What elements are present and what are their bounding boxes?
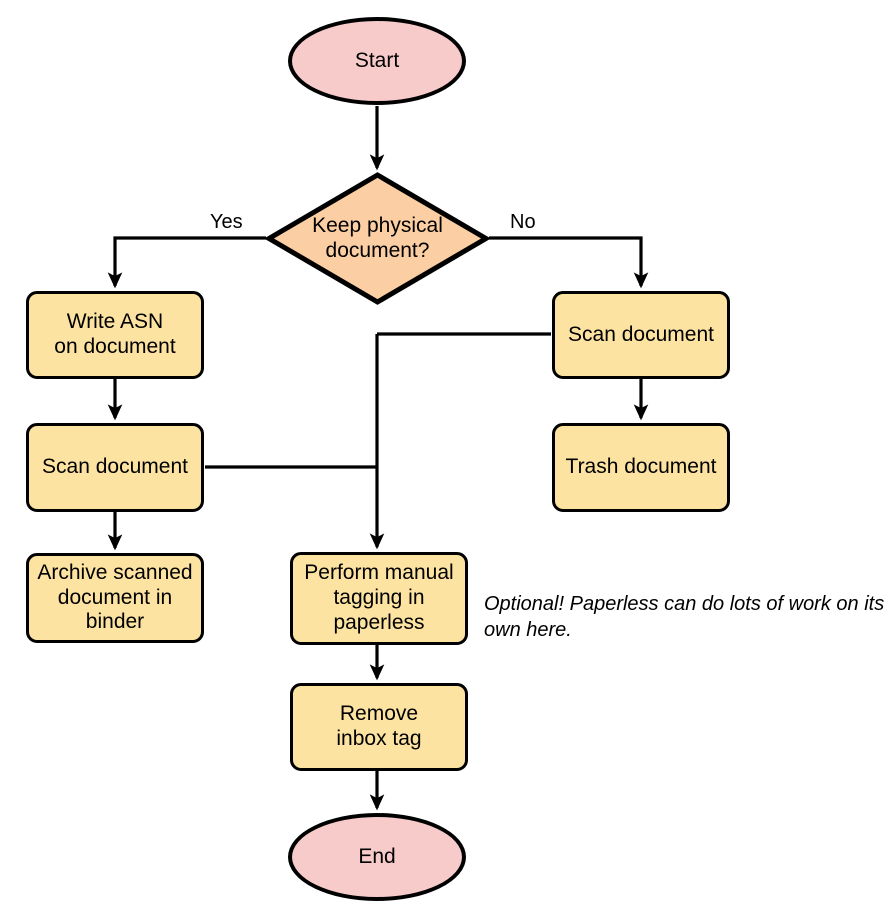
edge-decision-no-to-scan-right (489, 236, 649, 289)
node-end[interactable]: End (288, 813, 466, 901)
node-archive-label: Archive scanned document in binder (37, 560, 193, 634)
diamond-shape (266, 172, 489, 305)
edge-decision-yes-to-write-asn (107, 236, 266, 289)
node-remove-inbox-tag[interactable]: Remove inbox tag (290, 683, 468, 771)
node-decision-label: Keep physical document? (312, 213, 443, 262)
node-scan-document-right-label: Scan document (568, 322, 714, 346)
node-start-label: Start (354, 48, 400, 72)
node-scan-document-left-label: Scan document (42, 455, 188, 479)
node-write-asn-label: Write ASN on document (54, 310, 176, 358)
node-perform-manual-tagging-label: Perform manual tagging in paperless (304, 561, 454, 634)
node-start[interactable]: Start (288, 17, 466, 105)
node-trash-document[interactable]: Trash document (552, 423, 730, 512)
node-scan-document-right[interactable]: Scan document (552, 291, 730, 379)
node-remove-inbox-tag-label: Remove inbox tag (336, 702, 422, 750)
node-perform-manual-tagging[interactable]: Perform manual tagging in paperless (290, 552, 468, 645)
node-archive-scanned-document[interactable]: Archive scanned document in binder (26, 553, 204, 643)
node-end-label: End (358, 844, 396, 868)
edge-label-yes: Yes (210, 211, 243, 233)
node-trash-document-label: Trash document (565, 455, 717, 479)
node-decision-keep-physical-document[interactable]: Keep physical document? (266, 172, 489, 305)
annotation-optional-paperless: Optional! Paperless can do lots of work … (484, 593, 885, 642)
edge-label-no: No (510, 211, 536, 233)
node-scan-document-left[interactable]: Scan document (26, 423, 204, 512)
node-write-asn-on-document[interactable]: Write ASN on document (26, 291, 204, 379)
